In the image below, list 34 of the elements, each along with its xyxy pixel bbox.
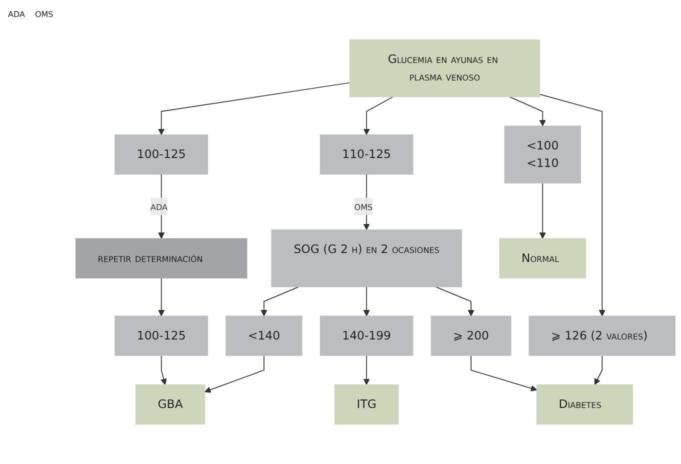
node-box: ⩾ 126 (2 valores): [528, 316, 676, 356]
arrow: [158, 174, 165, 239]
node-box: ⩾ 200: [430, 316, 512, 356]
node-box: 140-199: [320, 316, 414, 356]
arrow: [594, 355, 603, 386]
arrow: [509, 96, 546, 126]
note-text: ada: [8, 6, 25, 20]
node-box: SOG (G 2 h) en 2 ocasiones: [271, 229, 462, 288]
arrow: [158, 278, 165, 316]
arrow: [363, 355, 370, 386]
node-box: 110-125: [320, 134, 414, 175]
node-box: Diabetes: [536, 384, 633, 425]
node-box: Normal: [499, 238, 586, 278]
node-box: Glucemia en ayunas en plasma venoso: [349, 39, 540, 98]
arrow: [470, 355, 538, 392]
node-box: repetir determinación: [75, 238, 248, 278]
arrow: [539, 182, 546, 239]
arrow: [160, 355, 167, 386]
node-box: GBA: [135, 384, 206, 425]
arrow: [363, 286, 370, 316]
arrow: [204, 355, 264, 393]
edge-label: ada: [150, 199, 168, 213]
note-text: oms: [34, 6, 54, 20]
arrow: [260, 286, 300, 316]
node-box: 100-125: [114, 316, 208, 356]
node-box: ITG: [334, 384, 399, 425]
arrow: [158, 82, 350, 136]
node-box: <140: [226, 316, 302, 356]
arrow: [363, 96, 394, 136]
arrow: [435, 286, 474, 316]
edge-label: oms: [354, 199, 373, 213]
arrow: [539, 94, 606, 316]
node-box: <100 <110: [504, 126, 581, 184]
node-box: 100-125: [114, 134, 208, 175]
